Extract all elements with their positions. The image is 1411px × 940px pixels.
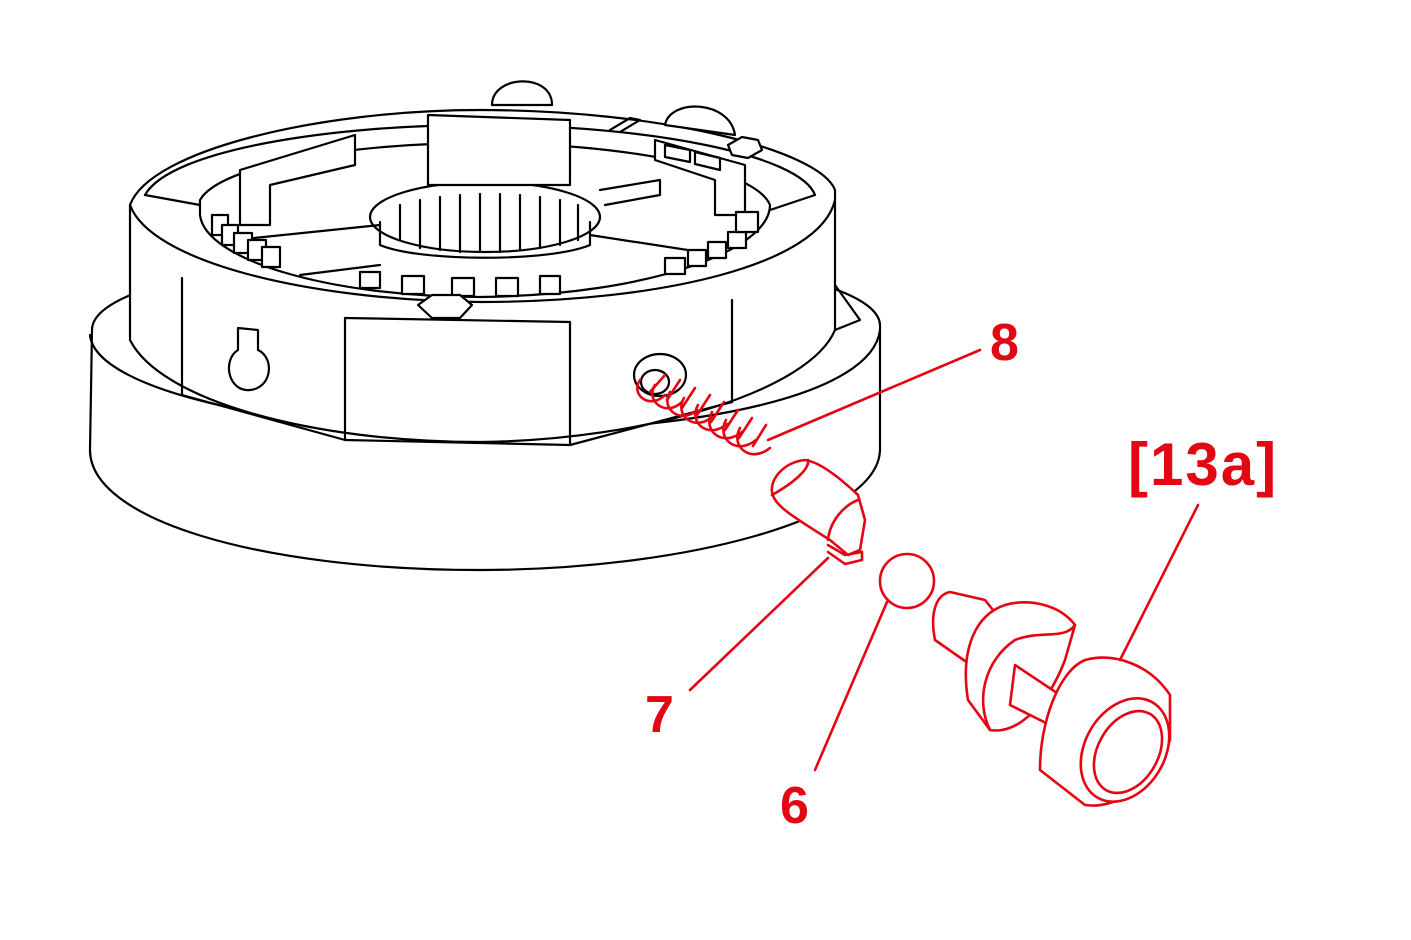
leader-lines — [688, 348, 1200, 772]
teeth-left — [210, 213, 282, 269]
plunger-part — [770, 458, 867, 566]
spring-part — [636, 373, 772, 456]
central-splined-hole — [368, 180, 602, 259]
leader-line-7 — [688, 556, 830, 692]
internal-blocks — [233, 113, 747, 277]
callout-label-spring: 8 — [990, 314, 1019, 372]
threaded-hole — [632, 352, 688, 398]
leader-line-8 — [766, 348, 982, 442]
hex-nuts — [416, 135, 764, 320]
teeth-right — [663, 143, 760, 276]
keyhole-slot — [228, 326, 270, 392]
top-domes — [490, 80, 737, 137]
callout-label-ball: 6 — [780, 777, 809, 835]
bearing-ring-assembly — [88, 80, 882, 572]
teeth-front — [358, 270, 562, 298]
leader-line-13a — [1118, 503, 1200, 662]
knob-part — [931, 590, 1172, 807]
callout-label-plunger: 7 — [645, 686, 674, 744]
callout-label-knob: [13a] — [1128, 431, 1278, 498]
ball-part — [878, 552, 936, 610]
leader-line-6 — [813, 600, 889, 772]
